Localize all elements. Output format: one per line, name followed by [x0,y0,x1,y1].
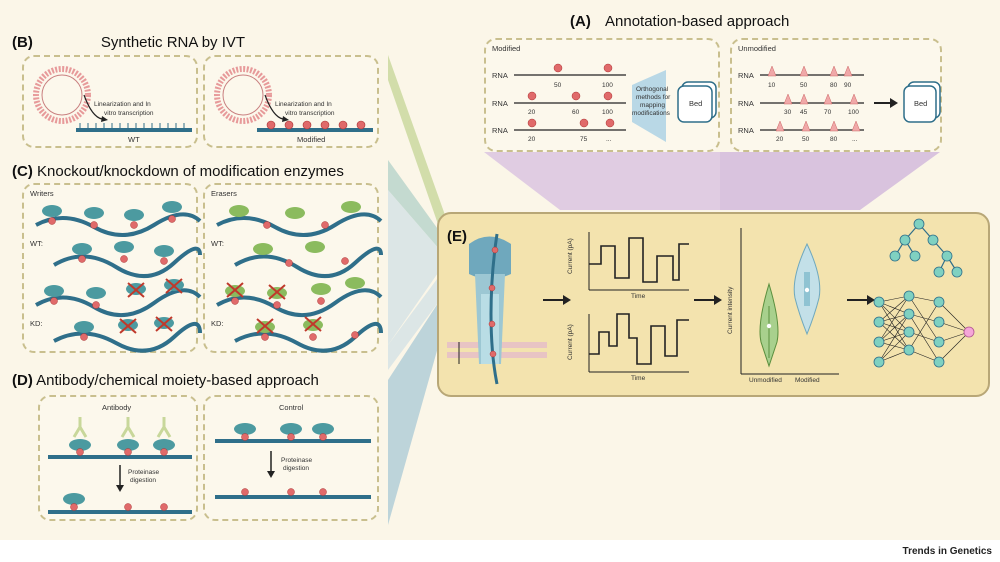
a-modified-tracks [514,63,717,142]
a-un-3-2: 50 [802,136,810,143]
a-un-2-2: 45 [800,109,808,116]
a-rna-u1: RNA [738,71,754,80]
section-b-title: (B)Synthetic RNA by IVT [12,34,246,51]
a-unmodified-label: Unmodified [738,44,776,53]
panel-c-erasers: Erasers WT: KD: [203,183,383,353]
d-prot-text-1: Proteinase [128,469,160,476]
b-lin-text-1-mod: Linearization and In [275,101,332,108]
a-un-2-4: 100 [848,109,859,116]
panel-e: (E) [437,212,990,397]
a-mod-3-1: 20 [528,136,536,143]
a-mod-1-1: 50 [554,82,562,89]
a-ortho-4: modifications [632,110,670,117]
panel-d-control: Control Proteinase digestion [203,395,379,521]
a-rna-u2: RNA [738,99,754,108]
a-mod-2-3: 100 [602,109,613,116]
panel-e-graphics [447,218,975,385]
a-un-1-1: 10 [768,82,776,89]
panel-b-modified: Linearization and In vitro transcription… [203,55,379,148]
a-un-2-1: 30 [784,109,792,116]
e-time-label-2: Time [631,375,646,382]
b-lin-text-2-mod: vitro transcription [285,110,335,117]
c-writers-label: Writers [30,189,54,198]
a-rna-3: RNA [492,126,508,135]
panel-b-wt: Linearization and In vitro transcription… [22,55,198,148]
a-ortho-3: mapping [640,102,665,109]
a-mod-3-2: 75 [580,136,588,143]
b-wt-label: WT [128,135,140,144]
journal-footer: Trends in Genetics [902,546,992,557]
a-un-1-3: 80 [830,82,838,89]
a-rna-1: RNA [492,71,508,80]
d-antibody-label: Antibody [102,403,132,412]
b-lin-text-1: Linearization and In [94,101,151,108]
plasmid-wt [33,66,192,132]
e-current-label-2: Current (pA) [567,324,574,360]
b-modified-label: Modified [297,135,326,144]
d-prot-text-2: digestion [130,477,157,484]
c-erasers-wt: WT: [211,239,224,248]
a-mod-3-3: ... [606,136,612,143]
c-erasers-label: Erasers [211,189,237,198]
a-mod-2-2: 60 [572,109,580,116]
a-rna-2: RNA [492,99,508,108]
a-bed-unmod: Bed [914,99,928,108]
section-e-title: (E) [447,228,467,245]
a-un-2-3: 70 [824,109,832,116]
a-un-3-3: 80 [830,136,838,143]
e-current-label-1: Current (pA) [567,238,574,274]
panel-a-modified: Modified RNA RNA RNA 50 100 20 60 100 20… [484,38,720,152]
plasmid-modified [214,66,373,132]
section-d-title: (D) Antibody/chemical moiety-based appro… [12,372,319,389]
a-un-1-2: 50 [800,82,808,89]
c-writers-kd: KD: [30,319,43,328]
d-control-label: Control [279,403,304,412]
a-modified-label: Modified [492,44,521,53]
a-ortho-2: methods for [636,94,671,101]
a-unmodified-tracks [760,65,941,132]
c-erasers-kd: KD: [211,319,224,328]
b-lin-text-2: vitro transcription [104,110,154,117]
e-unmodified-label: Unmodified [749,377,782,384]
a-un-3-1: 20 [776,136,784,143]
a-un-3-4: ... [852,136,858,143]
a-mod-1-2: 100 [602,82,613,89]
panel-c-writers: Writers WT: KD: [22,183,202,353]
panel-d-antibody: Antibody Proteinase digestion [38,395,198,521]
panel-a-unmodified: Unmodified RNA RNA RNA 10 50 80 90 30 45… [730,38,942,152]
a-bed-mod: Bed [689,99,703,108]
a-mod-2-1: 20 [528,109,536,116]
d-prot-text-2-ctrl: digestion [283,465,310,472]
a-un-1-4: 90 [844,82,852,89]
section-c-title: (C) Knockout/knockdown of modification e… [12,163,344,180]
connector-beams [388,55,940,525]
a-ortho-1: Orthogonal [636,86,669,93]
d-prot-text-1-ctrl: Proteinase [281,457,313,464]
section-a-title: (A) Annotation-based approach [570,13,790,30]
c-writers-wt: WT: [30,239,43,248]
erasers-rna [216,201,383,353]
antibody-diagram [48,417,192,514]
e-time-label-1: Time [631,293,646,300]
e-intensity-label: Current intensity [727,286,734,334]
e-modified-label: Modified [795,377,820,384]
writers-rna [35,201,202,353]
control-diagram [215,423,371,499]
a-rna-u3: RNA [738,126,754,135]
